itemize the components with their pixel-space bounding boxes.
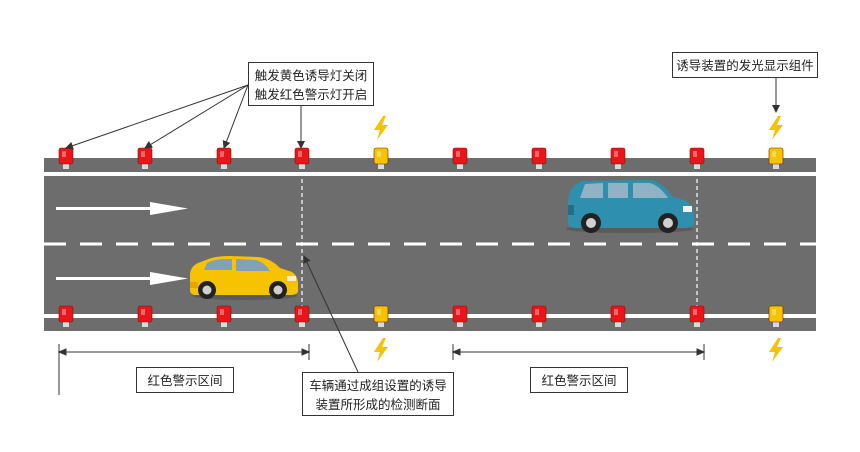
top-edge-line	[44, 172, 816, 176]
red-warning-light	[531, 305, 547, 327]
device-callout: 诱导装置的发光显示组件	[672, 52, 818, 78]
zone-dimension-right	[451, 344, 706, 360]
section-callout-line1: 车辆通过成组设置的诱导	[309, 378, 447, 393]
yellow-guide-light	[373, 305, 389, 327]
zone-right-label: 红色警示区间	[530, 367, 628, 393]
zone-left-label-text: 红色警示区间	[147, 373, 223, 388]
red-warning-light	[216, 305, 232, 327]
device-callout-text: 诱导装置的发光显示组件	[676, 58, 814, 73]
yellow-guide-light	[768, 147, 784, 169]
red-warning-light	[294, 305, 310, 327]
lightning-icon	[374, 338, 388, 362]
section-callout-line2: 装置所形成的检测断面	[315, 397, 441, 412]
red-warning-light	[531, 147, 547, 169]
trigger-callout: 触发黄色诱导灯关闭 触发红色警示灯开启	[248, 62, 374, 106]
red-warning-light	[610, 305, 626, 327]
zone-left-label: 红色警示区间	[136, 367, 234, 393]
red-warning-light	[294, 147, 310, 169]
arrow-right-icon	[56, 272, 188, 285]
arrow-right-icon	[56, 202, 188, 215]
section-callout: 车辆通过成组设置的诱导 装置所形成的检测断面	[302, 372, 454, 416]
yellow-guide-light	[373, 147, 389, 169]
red-warning-light	[137, 305, 153, 327]
car-icon	[190, 256, 298, 300]
red-warning-light	[452, 147, 468, 169]
red-warning-light	[58, 305, 74, 327]
red-warning-light	[689, 147, 705, 169]
red-warning-light	[610, 147, 626, 169]
trigger-callout-line2: 触发红色警示灯开启	[254, 87, 368, 102]
red-warning-light	[689, 305, 705, 327]
red-warning-light	[452, 305, 468, 327]
zone-dimension-left	[57, 344, 311, 395]
yellow-guide-light	[768, 305, 784, 327]
bottom-light-row	[58, 305, 784, 327]
lightning-icon	[769, 338, 783, 362]
trigger-leader-lines	[65, 84, 305, 150]
top-light-row	[58, 147, 784, 169]
zone-right-label-text: 红色警示区间	[541, 373, 617, 388]
section-leader-line	[303, 255, 359, 373]
trigger-callout-line1: 触发黄色诱导灯关闭	[254, 68, 368, 83]
car-icon	[566, 180, 694, 233]
bottom-edge-line	[44, 314, 816, 318]
red-warning-light	[137, 147, 153, 169]
lightning-icon	[374, 116, 388, 140]
red-warning-light	[216, 147, 232, 169]
lightning-icon	[769, 116, 783, 140]
